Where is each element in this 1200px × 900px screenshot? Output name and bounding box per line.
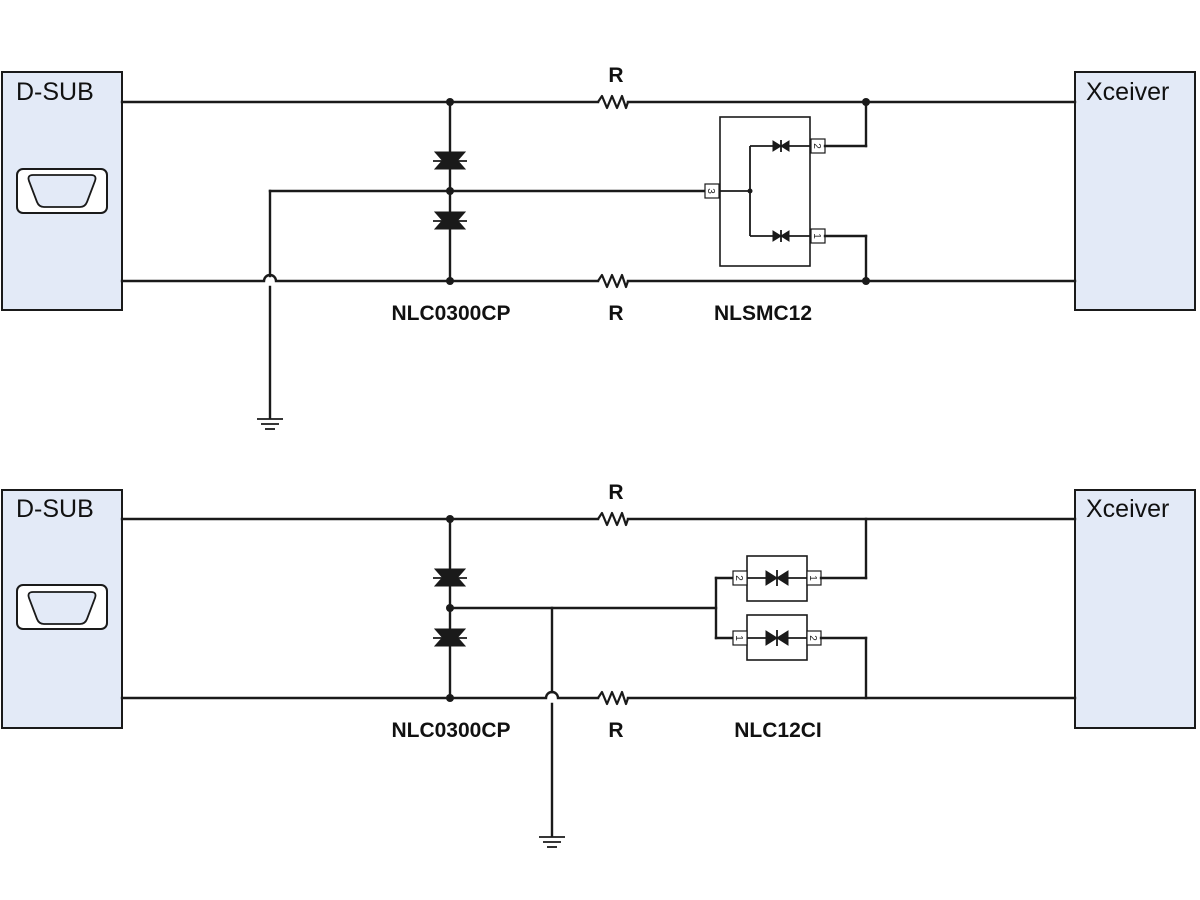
pin-2: 2 [811,143,822,149]
resistor-top-1 [596,94,630,110]
pin-1: 1 [811,233,822,239]
db9-connector-icon-2 [16,584,108,630]
tvs-diode-top-upper [433,151,467,170]
dsub-label: D-SUB [16,78,94,106]
xceiver-label: Xceiver [1086,78,1169,106]
resistor-label-bottom-1: R [608,302,623,325]
tvs-label-top: NLC0300CP [391,302,510,325]
protector-label-top: NLSMC12 [714,302,812,325]
resistor-bottom-1 [596,273,630,289]
svg-text:1: 1 [807,575,818,581]
tvs-diode-top-lower [433,211,467,230]
ground-symbol-top [257,418,283,430]
resistor-label-bottom-2: R [608,719,623,742]
resistor-top-2 [596,511,630,527]
ground-symbol-bottom [539,836,565,848]
xceiver-block-2 [1074,489,1196,729]
circuit-top: D-SUB Xceiver R R NLC0300CP [1,64,1196,430]
svg-text:1: 1 [733,635,744,641]
db9-connector-icon [16,168,108,214]
dsub-label-2: D-SUB [16,495,94,523]
resistor-label-top-1: R [608,64,623,87]
resistor-label-top-2: R [608,481,623,504]
resistor-bottom-2 [596,690,630,706]
tvs-diode-bottom-lower [433,628,467,647]
nlsmc12-chip: 3 2 1 [704,116,826,267]
protector-label-bottom: NLC12CI [734,719,822,742]
xceiver-label-2: Xceiver [1086,495,1169,523]
nlc12ci-chip-upper: 2 1 [732,555,822,602]
circuit-bottom: D-SUB Xceiver R R NLC0300CP [1,481,1196,848]
svg-text:2: 2 [733,575,744,581]
tvs-label-bottom: NLC0300CP [391,719,510,742]
nlc12ci-chip-lower: 1 2 [732,614,822,661]
pin-3: 3 [705,188,716,194]
tvs-diode-bottom-upper [433,568,467,587]
svg-text:2: 2 [807,635,818,641]
xceiver-block [1074,71,1196,311]
